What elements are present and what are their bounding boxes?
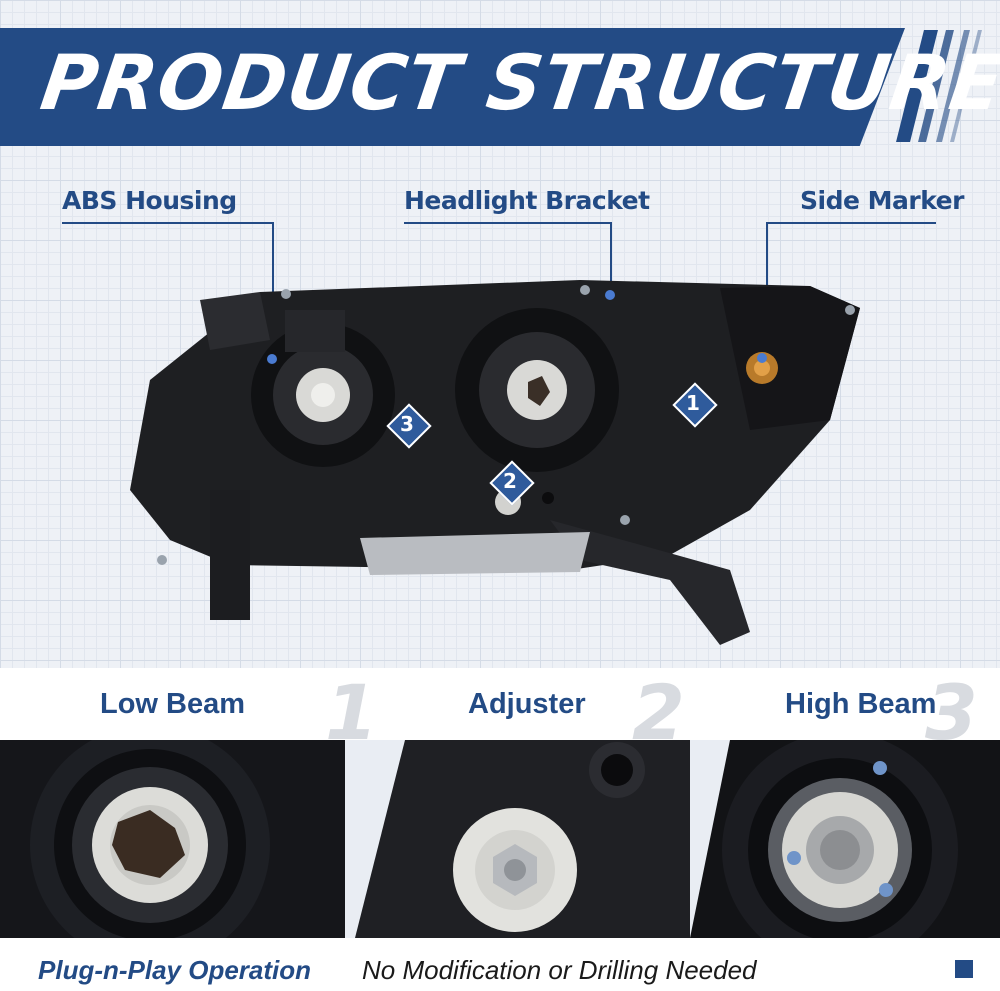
footer-band: [0, 938, 1000, 991]
high-beam-closeup: [690, 740, 1000, 938]
low-beam-closeup: [0, 740, 345, 938]
headlight-bracket-leader: [610, 222, 612, 290]
adjuster-label: Adjuster: [468, 688, 586, 720]
abs-housing-leader: [62, 222, 272, 224]
title-banner: [0, 28, 905, 146]
abs-housing-label: ABS Housing: [62, 186, 237, 215]
adjuster-marker: 2: [490, 461, 530, 501]
high-beam-label: High Beam: [785, 688, 937, 720]
headlight-bracket-label: Headlight Bracket: [404, 186, 650, 215]
abs-housing-leader: [272, 222, 274, 360]
no-modification-text: No Modification or Drilling Needed: [362, 955, 757, 985]
adjuster-closeup: [345, 740, 690, 938]
high-beam-marker: 1: [673, 383, 713, 423]
headlight-bracket-leader: [404, 222, 610, 224]
brand-square: [955, 960, 973, 978]
low-beam-label: Low Beam: [100, 688, 246, 720]
low-beam-marker: 3: [387, 404, 427, 444]
page-title: PRODUCT STRUCTURE: [35, 38, 1000, 127]
headlight-assembly: [130, 280, 860, 645]
side-marker-label: Side Marker: [800, 186, 964, 215]
plug-n-play-tagline: Plug-n-Play Operation: [38, 955, 312, 985]
side-marker-leader: [766, 222, 936, 224]
feature-label-band: [0, 668, 1000, 740]
